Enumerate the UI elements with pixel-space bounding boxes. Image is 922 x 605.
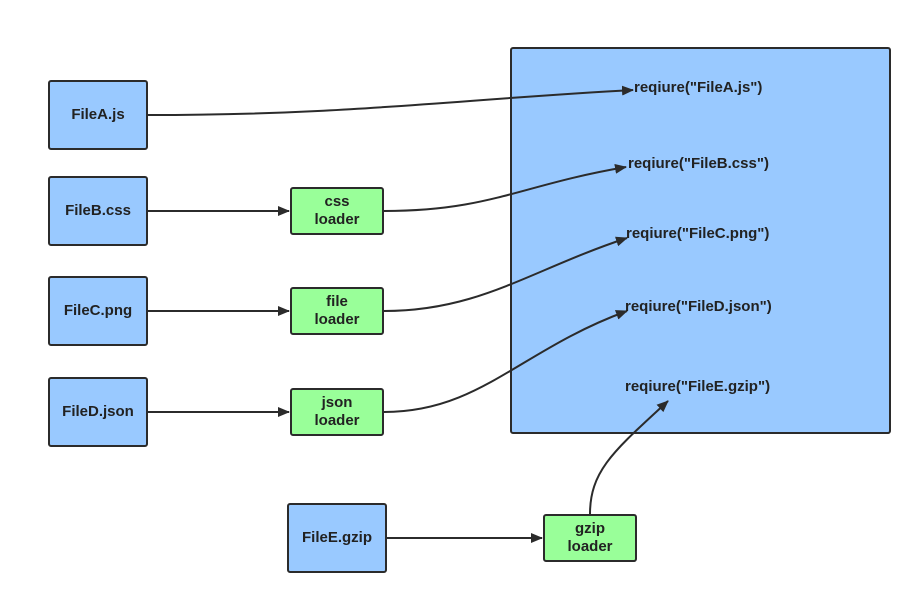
require-filec: reqiure("FileC.png") <box>626 225 770 242</box>
edge-gzip-loader-to-require-e <box>589 400 669 515</box>
edge-filea-to-require-a <box>147 85 634 116</box>
require-filed: reqiure("FileD.json") <box>625 298 772 315</box>
file-node-a: FileA.js <box>48 80 148 150</box>
loader-label-line2: loader <box>567 538 613 555</box>
loader-label-line1: file <box>326 293 348 310</box>
edge-file-loader-to-require-c <box>383 236 628 312</box>
bundle-container <box>510 47 891 434</box>
loader-label-line1: css <box>324 193 350 210</box>
require-filea: reqiure("FileA.js") <box>634 79 763 96</box>
require-filee: reqiure("FileE.gzip") <box>625 378 771 395</box>
file-label: FileD.json <box>62 403 134 420</box>
file-label: FileE.gzip <box>301 529 372 546</box>
file-label: FileB.css <box>65 202 131 219</box>
gzip-loader-node: gzip loader <box>543 514 637 562</box>
loader-label-line1: gzip <box>575 520 605 537</box>
require-fileb: reqiure("FileB.css") <box>628 155 769 172</box>
file-node-e: FileE.gzip <box>287 503 387 573</box>
file-node-d: FileD.json <box>48 377 148 447</box>
loader-label-line1: json <box>321 394 353 411</box>
edge-css-loader-to-require-b <box>383 163 627 212</box>
css-loader-node: css loader <box>290 187 384 235</box>
file-label: FileA.js <box>71 106 125 123</box>
file-node-c: FileC.png <box>48 276 148 346</box>
file-label: FileC.png <box>63 302 133 319</box>
loader-label-line2: loader <box>314 412 360 429</box>
edge-json-loader-to-require-d <box>383 310 628 413</box>
file-loader-node: file loader <box>290 287 384 335</box>
loader-label-line2: loader <box>314 311 360 328</box>
file-node-b: FileB.css <box>48 176 148 246</box>
json-loader-node: json loader <box>290 388 384 436</box>
loader-label-line2: loader <box>314 211 360 228</box>
